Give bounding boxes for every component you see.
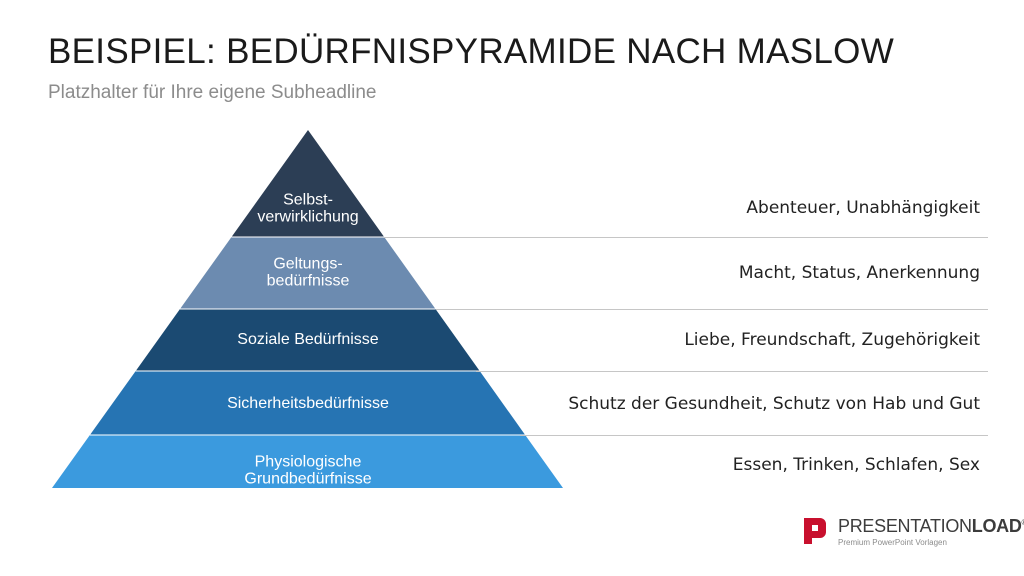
page-title: BEISPIEL: BEDÜRFNISPYRAMIDE NACH MASLOW [48, 32, 895, 71]
level-description-1: Abenteuer, Unabhängigkeit [746, 198, 980, 218]
level-description-5: Essen, Trinken, Schlafen, Sex [732, 455, 980, 475]
pyramid-level-4 [89, 371, 526, 435]
separator-line [476, 371, 988, 372]
pyramid-label-1: verwirklichung [257, 209, 358, 226]
pyramid-label-3: Soziale Bedürfnisse [237, 331, 379, 348]
pyramid-label-2: bedürfnisse [267, 273, 350, 290]
logo-registered-mark: ® [1022, 518, 1024, 527]
separator-line [520, 435, 988, 436]
logo-tagline: Premium PowerPoint Vorlagen [838, 538, 947, 547]
level-description-2: Macht, Status, Anerkennung [738, 263, 980, 283]
pyramid-label-5: Grundbedürfnisse [244, 471, 371, 488]
pyramid-level-2 [180, 237, 436, 309]
separator-line [436, 309, 988, 310]
level-description-4: Schutz der Gesundheit, Schutz von Hab un… [568, 394, 980, 414]
presentationload-logo: PRESENTATIONLOAD® Premium PowerPoint Vor… [802, 514, 1024, 554]
logo-mark-icon [804, 518, 826, 544]
pyramid-level-5 [52, 435, 563, 488]
pyramid-label-4: Sicherheitsbedürfnisse [227, 395, 389, 412]
page-subtitle: Platzhalter für Ihre eigene Subheadline [48, 82, 377, 103]
logo-wordmark: PRESENTATIONLOAD® [838, 516, 1024, 537]
logo-brand-light: PRESENTATION [838, 516, 972, 536]
pyramid-level-3 [135, 309, 480, 371]
separator-line [384, 237, 988, 238]
level-description-3: Liebe, Freundschaft, Zugehörigkeit [684, 330, 980, 350]
pyramid-label-1: Selbst- [283, 192, 333, 209]
pyramid-label-2: Geltungs- [273, 256, 342, 273]
pyramid-level-1 [231, 130, 385, 237]
pyramid-label-5: Physiologische [255, 454, 362, 471]
logo-brand-bold: LOAD [971, 516, 1022, 536]
